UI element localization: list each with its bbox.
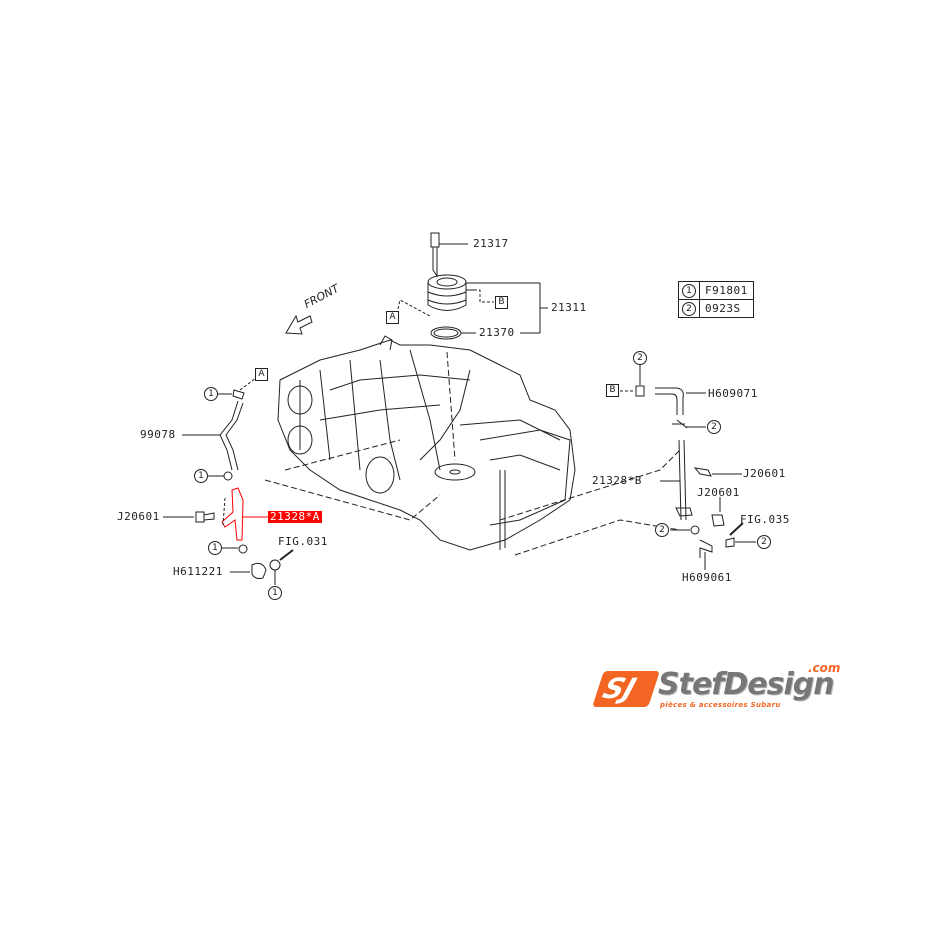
- part-label-99078[interactable]: 99078: [140, 428, 176, 441]
- ref-box-a-left: A: [255, 368, 268, 381]
- part-label-h609061[interactable]: H609061: [682, 571, 732, 584]
- part-label-j20601-right-mid[interactable]: J20601: [697, 486, 740, 499]
- ref-circle-1: 1: [194, 469, 208, 483]
- brand-tld: .com: [808, 661, 841, 675]
- brand-name: StefDesign: [658, 667, 835, 702]
- legend-ref-2: 2: [682, 302, 696, 316]
- ref-circle-1: 1: [208, 541, 222, 555]
- brand-tagline: pièces & accessoires Subaru: [660, 701, 781, 709]
- ref-circle-2: 2: [633, 351, 647, 365]
- ref-box-a-top: A: [386, 311, 399, 324]
- part-label-21328a-highlighted[interactable]: 21328*A: [268, 510, 322, 523]
- part-label-h609071[interactable]: H609071: [708, 387, 758, 400]
- figure-ref-035[interactable]: FIG.035: [740, 513, 790, 526]
- part-label-h611221[interactable]: H611221: [173, 565, 223, 578]
- part-label-21328b[interactable]: 21328*B: [592, 474, 642, 487]
- legend-value-2[interactable]: 0923S: [705, 302, 741, 315]
- sj-badge-icon: SJ: [592, 671, 660, 707]
- legend-ref-1: 1: [682, 284, 696, 298]
- figure-ref-031[interactable]: FIG.031: [278, 535, 328, 548]
- ref-box-b-right: B: [606, 384, 619, 397]
- ref-box-b-top: B: [495, 296, 508, 309]
- ref-circle-1: 1: [204, 387, 218, 401]
- legend-row-1: 1 F91801: [679, 282, 753, 299]
- legend-value-1[interactable]: F91801: [705, 284, 748, 297]
- fastener-legend: 1 F91801 2 0923S: [678, 281, 754, 318]
- ref-circle-1: 1: [268, 586, 282, 600]
- ref-circle-2: 2: [757, 535, 771, 549]
- part-label-j20601-left[interactable]: J20601: [117, 510, 160, 523]
- part-label-21317[interactable]: 21317: [473, 237, 509, 250]
- legend-row-2: 2 0923S: [679, 299, 753, 317]
- part-label-j20601-right-top[interactable]: J20601: [743, 467, 786, 480]
- stefdesign-logo: SJ StefDesign .com pièces & accessoires …: [592, 661, 858, 718]
- ref-circle-2: 2: [707, 420, 721, 434]
- ref-circle-2: 2: [655, 523, 669, 537]
- part-label-21370[interactable]: 21370: [479, 326, 515, 339]
- part-label-21311[interactable]: 21311: [551, 301, 587, 314]
